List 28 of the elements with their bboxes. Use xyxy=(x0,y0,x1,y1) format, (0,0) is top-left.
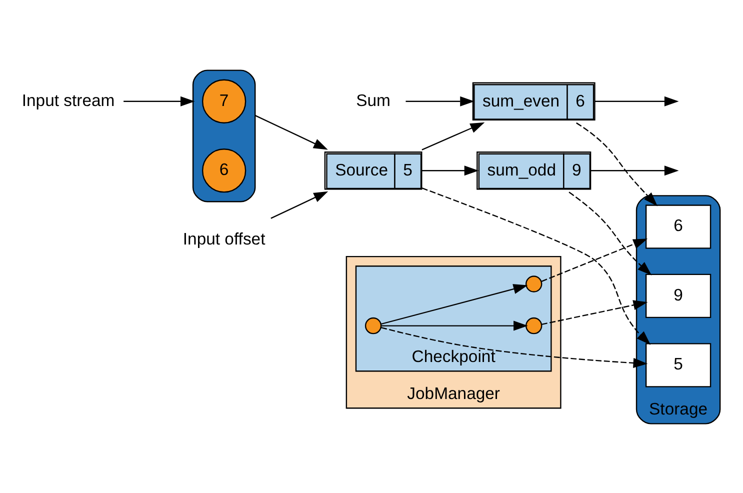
node-circle xyxy=(526,316,542,334)
node-circle: 7 xyxy=(202,78,246,123)
arrow xyxy=(422,122,485,150)
node-circle xyxy=(526,275,542,292)
arrow xyxy=(270,190,328,218)
node-text: Input stream xyxy=(22,90,115,110)
node-box: 6 xyxy=(645,204,712,248)
arrow xyxy=(124,96,195,106)
arrow xyxy=(422,187,651,344)
arrow xyxy=(422,165,479,176)
arrow xyxy=(380,326,648,368)
node-text: Input offset xyxy=(182,228,266,248)
node-circle xyxy=(364,316,382,334)
arrow xyxy=(568,191,652,275)
node-box: 9 xyxy=(645,273,712,318)
node-box: 5 xyxy=(645,342,712,387)
arrow xyxy=(590,165,679,176)
cluster xyxy=(192,69,256,202)
arrow xyxy=(406,96,474,106)
arrow xyxy=(576,122,658,206)
arrow xyxy=(381,320,528,330)
arrow xyxy=(254,114,328,150)
node-text: Sum xyxy=(356,90,390,110)
node-circle: 6 xyxy=(202,148,246,192)
arrow xyxy=(541,238,648,282)
cluster: Checkpoint xyxy=(355,265,552,372)
arrow xyxy=(594,96,679,106)
arrow xyxy=(380,284,528,324)
